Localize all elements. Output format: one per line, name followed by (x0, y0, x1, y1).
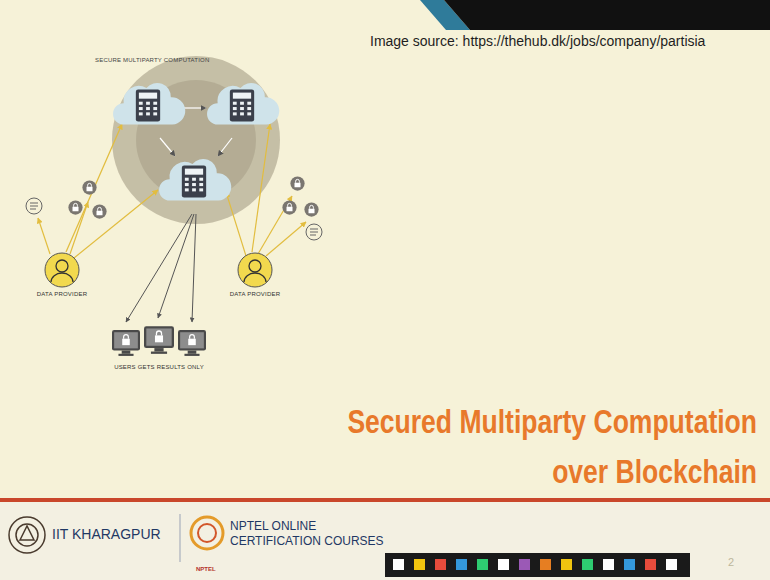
toolbar-icon (561, 559, 572, 570)
users-caption: USERS GETS RESULTS ONLY (114, 364, 204, 370)
slide-title: Secured Multiparty Computation over Bloc… (289, 396, 757, 496)
toolbar-icon (393, 559, 404, 570)
institute-name: IIT KHARAGPUR (52, 526, 161, 542)
toolbar-icon (498, 559, 509, 570)
toolbar-icon (519, 559, 530, 570)
node-label: DATA PROVIDER (230, 291, 280, 297)
toolbar-icon (624, 559, 635, 570)
course-name: NPTEL ONLINE CERTIFICATION COURSES (230, 519, 390, 549)
illustration-title: SECURE MULTIPARTY COMPUTATION (95, 57, 209, 63)
toolbar-icon (666, 559, 677, 570)
image-source: Image source: https://thehub.dk/jobs/com… (370, 33, 705, 49)
toolbar-icon (645, 559, 656, 570)
data-provider: DATA PROVIDER (37, 252, 87, 297)
toolbar-icon (477, 559, 488, 570)
toolbar-icon (540, 559, 551, 570)
toolbar-icon (414, 559, 425, 570)
logo-caption: NPTEL (196, 566, 216, 572)
toolbar-icon (456, 559, 467, 570)
toolbar-icon (435, 559, 446, 570)
person-icon (237, 252, 273, 288)
toolbar-icon (582, 559, 593, 570)
node-label: DATA PROVIDER (37, 291, 87, 297)
toolbar-icon (603, 559, 614, 570)
data-provider: DATA PROVIDER (230, 252, 280, 297)
person-icon (44, 252, 80, 288)
page-number: 2 (728, 556, 734, 568)
